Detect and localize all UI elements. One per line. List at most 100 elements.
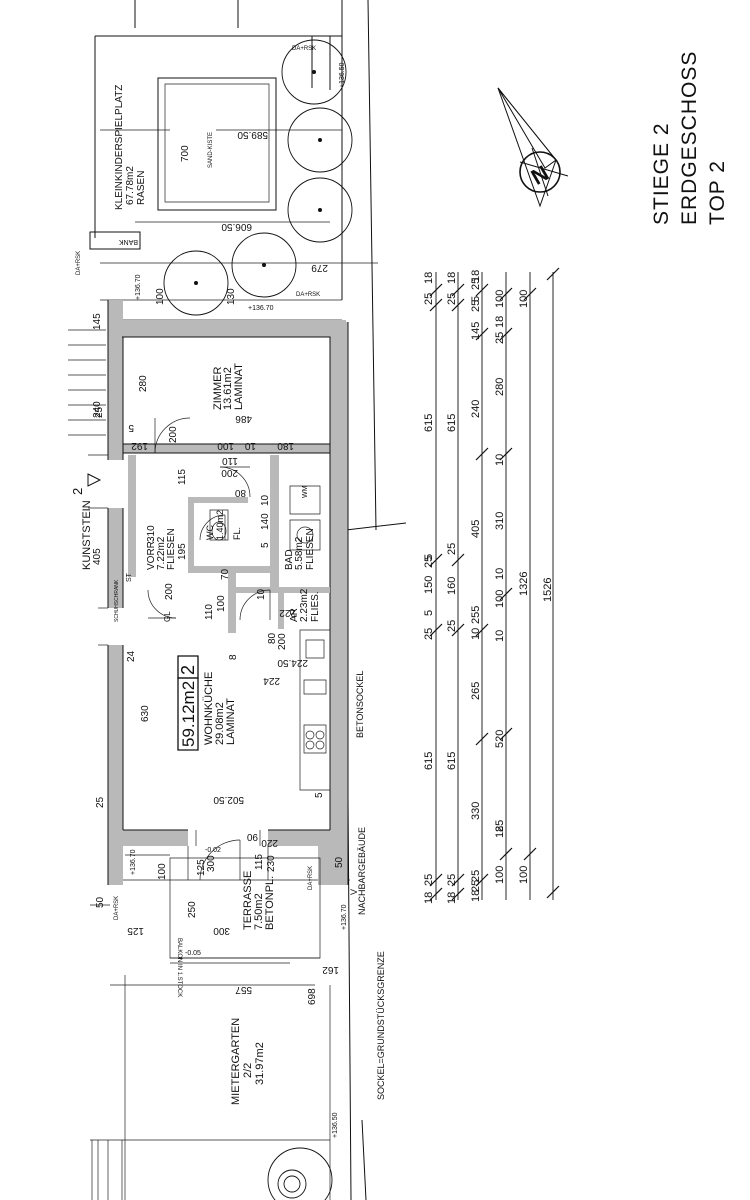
kunststein-num: 2 xyxy=(70,488,85,495)
int-dim-5b: 5 xyxy=(260,542,271,548)
entry-stairs xyxy=(68,330,108,645)
c3-9: 265 xyxy=(470,682,482,700)
mietergarten-share: 2/2 xyxy=(242,1063,254,1078)
sockel-grenze-label: SOCKEL=GRUNDSTÜCKSGRENZE xyxy=(376,951,386,1100)
site-dim-7: 162 xyxy=(322,964,339,975)
wohnkueche-floor: LAMINAT xyxy=(225,698,237,745)
bank-label: BANK xyxy=(119,238,138,245)
int-dim-125: 125 xyxy=(196,859,207,876)
dim-chain-lines xyxy=(436,272,553,900)
int-dim-115: 115 xyxy=(177,469,188,485)
title-top: TOP 2 xyxy=(706,160,729,225)
c3-3: 18 xyxy=(470,270,482,282)
int-dim-90: 90 xyxy=(246,831,258,842)
elevation-6: +136.70 xyxy=(130,849,137,875)
balkon-label: BALKON IN 1.STOCK xyxy=(176,938,182,997)
north-arrow: N xyxy=(498,88,568,206)
c1-1: 18 xyxy=(423,272,435,284)
c6-0: 1526 xyxy=(542,578,554,602)
c1-5: 150 xyxy=(423,576,435,594)
c4-4: 10 xyxy=(494,454,506,466)
tree-4 xyxy=(232,233,296,297)
c4-0: 100 xyxy=(494,290,506,308)
int-dim-200b: 200 xyxy=(221,467,238,478)
bath-fixtures xyxy=(210,486,320,550)
c3-1: 5 xyxy=(470,296,482,302)
c2-4: 160 xyxy=(446,577,458,595)
c4-3: 280 xyxy=(494,378,506,396)
c1-6: 5 xyxy=(423,610,435,616)
site-dim-13: 130 xyxy=(226,288,237,305)
int-dim-80b: 80 xyxy=(267,632,278,644)
title-block: STIEGE 2 ERDGESCHOSS TOP 2 xyxy=(600,20,740,260)
unit-area: 59.12m2 xyxy=(179,681,198,747)
int-dim-25: 25 xyxy=(95,796,106,808)
c2-5: 25 xyxy=(446,620,458,632)
wc-area: 1.40m2 xyxy=(215,510,225,540)
elevation-1: +136.70 xyxy=(135,274,142,300)
unit-badge: 2 59.12m2 xyxy=(178,656,198,750)
wm-label: WM xyxy=(302,485,309,498)
int-dim-8: 8 xyxy=(228,654,239,660)
site-dim-14: 145 xyxy=(92,313,103,330)
c1-9: 18 xyxy=(423,892,435,904)
wohnkueche-area: 29.08m2 xyxy=(214,702,226,745)
spielplatz-floor: RASEN xyxy=(136,171,147,205)
c3-0: 25 xyxy=(470,278,482,290)
nachbargebaeude-label: NACHBARGEBÄUDE xyxy=(357,827,367,915)
zimmer-area: 13.61m2 xyxy=(222,367,234,410)
sandbox xyxy=(158,78,276,210)
c1-10: 25 xyxy=(423,874,435,886)
doors xyxy=(148,418,270,880)
int-dim-70: 70 xyxy=(220,568,231,580)
elevation-3: +136.70 xyxy=(248,305,274,312)
vorraum-name: VORR. xyxy=(146,538,157,570)
site-dim-1: 589.50 xyxy=(237,129,268,140)
site-dim-15: 240 xyxy=(92,401,103,418)
wc-name: WC xyxy=(205,525,215,540)
int-dim-280: 280 xyxy=(138,375,149,392)
c4-6: 10 xyxy=(494,568,506,580)
c2-2: 615 xyxy=(446,414,458,432)
title-geschoss: ERDGESCHOSS xyxy=(678,50,701,225)
c4-9: 520 xyxy=(494,730,506,748)
title-stiege: STIEGE 2 xyxy=(650,122,673,225)
zimmer-floor: LAMINAT xyxy=(233,363,245,410)
c2-0: 25 xyxy=(446,293,458,305)
int-dim-80: 80 xyxy=(234,487,246,498)
int-dim-25b: 25 xyxy=(94,406,105,418)
c5-1: 1326 xyxy=(518,572,530,596)
spielplatz-area: 67.78m2 xyxy=(125,166,136,205)
int-dim-195: 195 xyxy=(177,543,188,560)
c2-8: 25 xyxy=(446,874,458,886)
c3-8: 255 xyxy=(470,606,482,624)
vorraum-dim: 310 xyxy=(146,525,157,542)
int-dim-10b: 10 xyxy=(260,494,271,506)
int-dim-200d: 200 xyxy=(277,633,288,650)
tree-1 xyxy=(282,40,346,104)
elevation-5: +136.50 xyxy=(332,1112,339,1138)
tree-3 xyxy=(288,178,352,242)
int-dim-100b: 100 xyxy=(216,595,227,612)
c4-5: 310 xyxy=(494,512,506,530)
int-dim-192: 192 xyxy=(131,440,148,451)
terrace-area xyxy=(125,855,320,963)
int-dim-200: 200 xyxy=(168,426,179,443)
int-dim-5c: 5 xyxy=(314,792,325,798)
elevations: +136.70 +136.50 +136.70 +136.70 +136.50 … xyxy=(130,62,348,1138)
site-dim-12: 100 xyxy=(155,288,166,305)
c3-2: 25 xyxy=(470,300,482,312)
int-dim-200c: 200 xyxy=(164,583,175,600)
elevation-7: -0.05 xyxy=(185,950,201,957)
mietergarten-area: 31.97m2 xyxy=(254,1042,266,1085)
trees xyxy=(164,40,352,1200)
c4-13: 100 xyxy=(494,866,506,884)
st-label: ST xyxy=(126,572,133,582)
int-dim-140: 140 xyxy=(260,513,271,530)
site-dim-8: 300 xyxy=(213,925,230,936)
c5-0: 100 xyxy=(518,290,530,308)
tree-5 xyxy=(164,251,228,315)
c4-1: 25 xyxy=(494,332,506,344)
site-dim-2: 606.50 xyxy=(221,221,252,232)
